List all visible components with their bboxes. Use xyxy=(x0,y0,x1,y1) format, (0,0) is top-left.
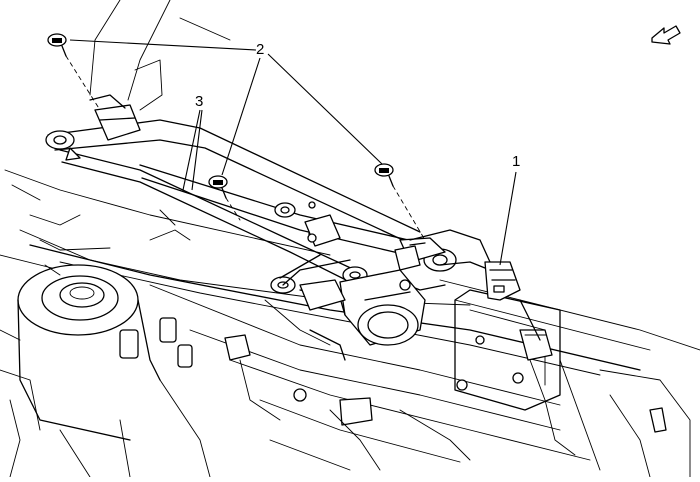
forward-arrow-icon xyxy=(651,25,681,45)
callout-label-2: 2 xyxy=(256,41,264,58)
bolt-middle xyxy=(208,175,241,221)
callout-label-3: 3 xyxy=(195,93,203,110)
callout-label-1: 1 xyxy=(512,153,520,170)
wiper-motor-connector xyxy=(409,229,521,301)
mounting-bolts xyxy=(47,33,426,241)
bolt-right xyxy=(374,163,426,241)
wiper-linkage-rods xyxy=(45,94,457,294)
callout-leaders xyxy=(69,39,517,266)
wiper-motor xyxy=(299,233,426,346)
bolt-top-left xyxy=(47,33,101,111)
callout-labels: 2 3 1 xyxy=(195,41,520,170)
